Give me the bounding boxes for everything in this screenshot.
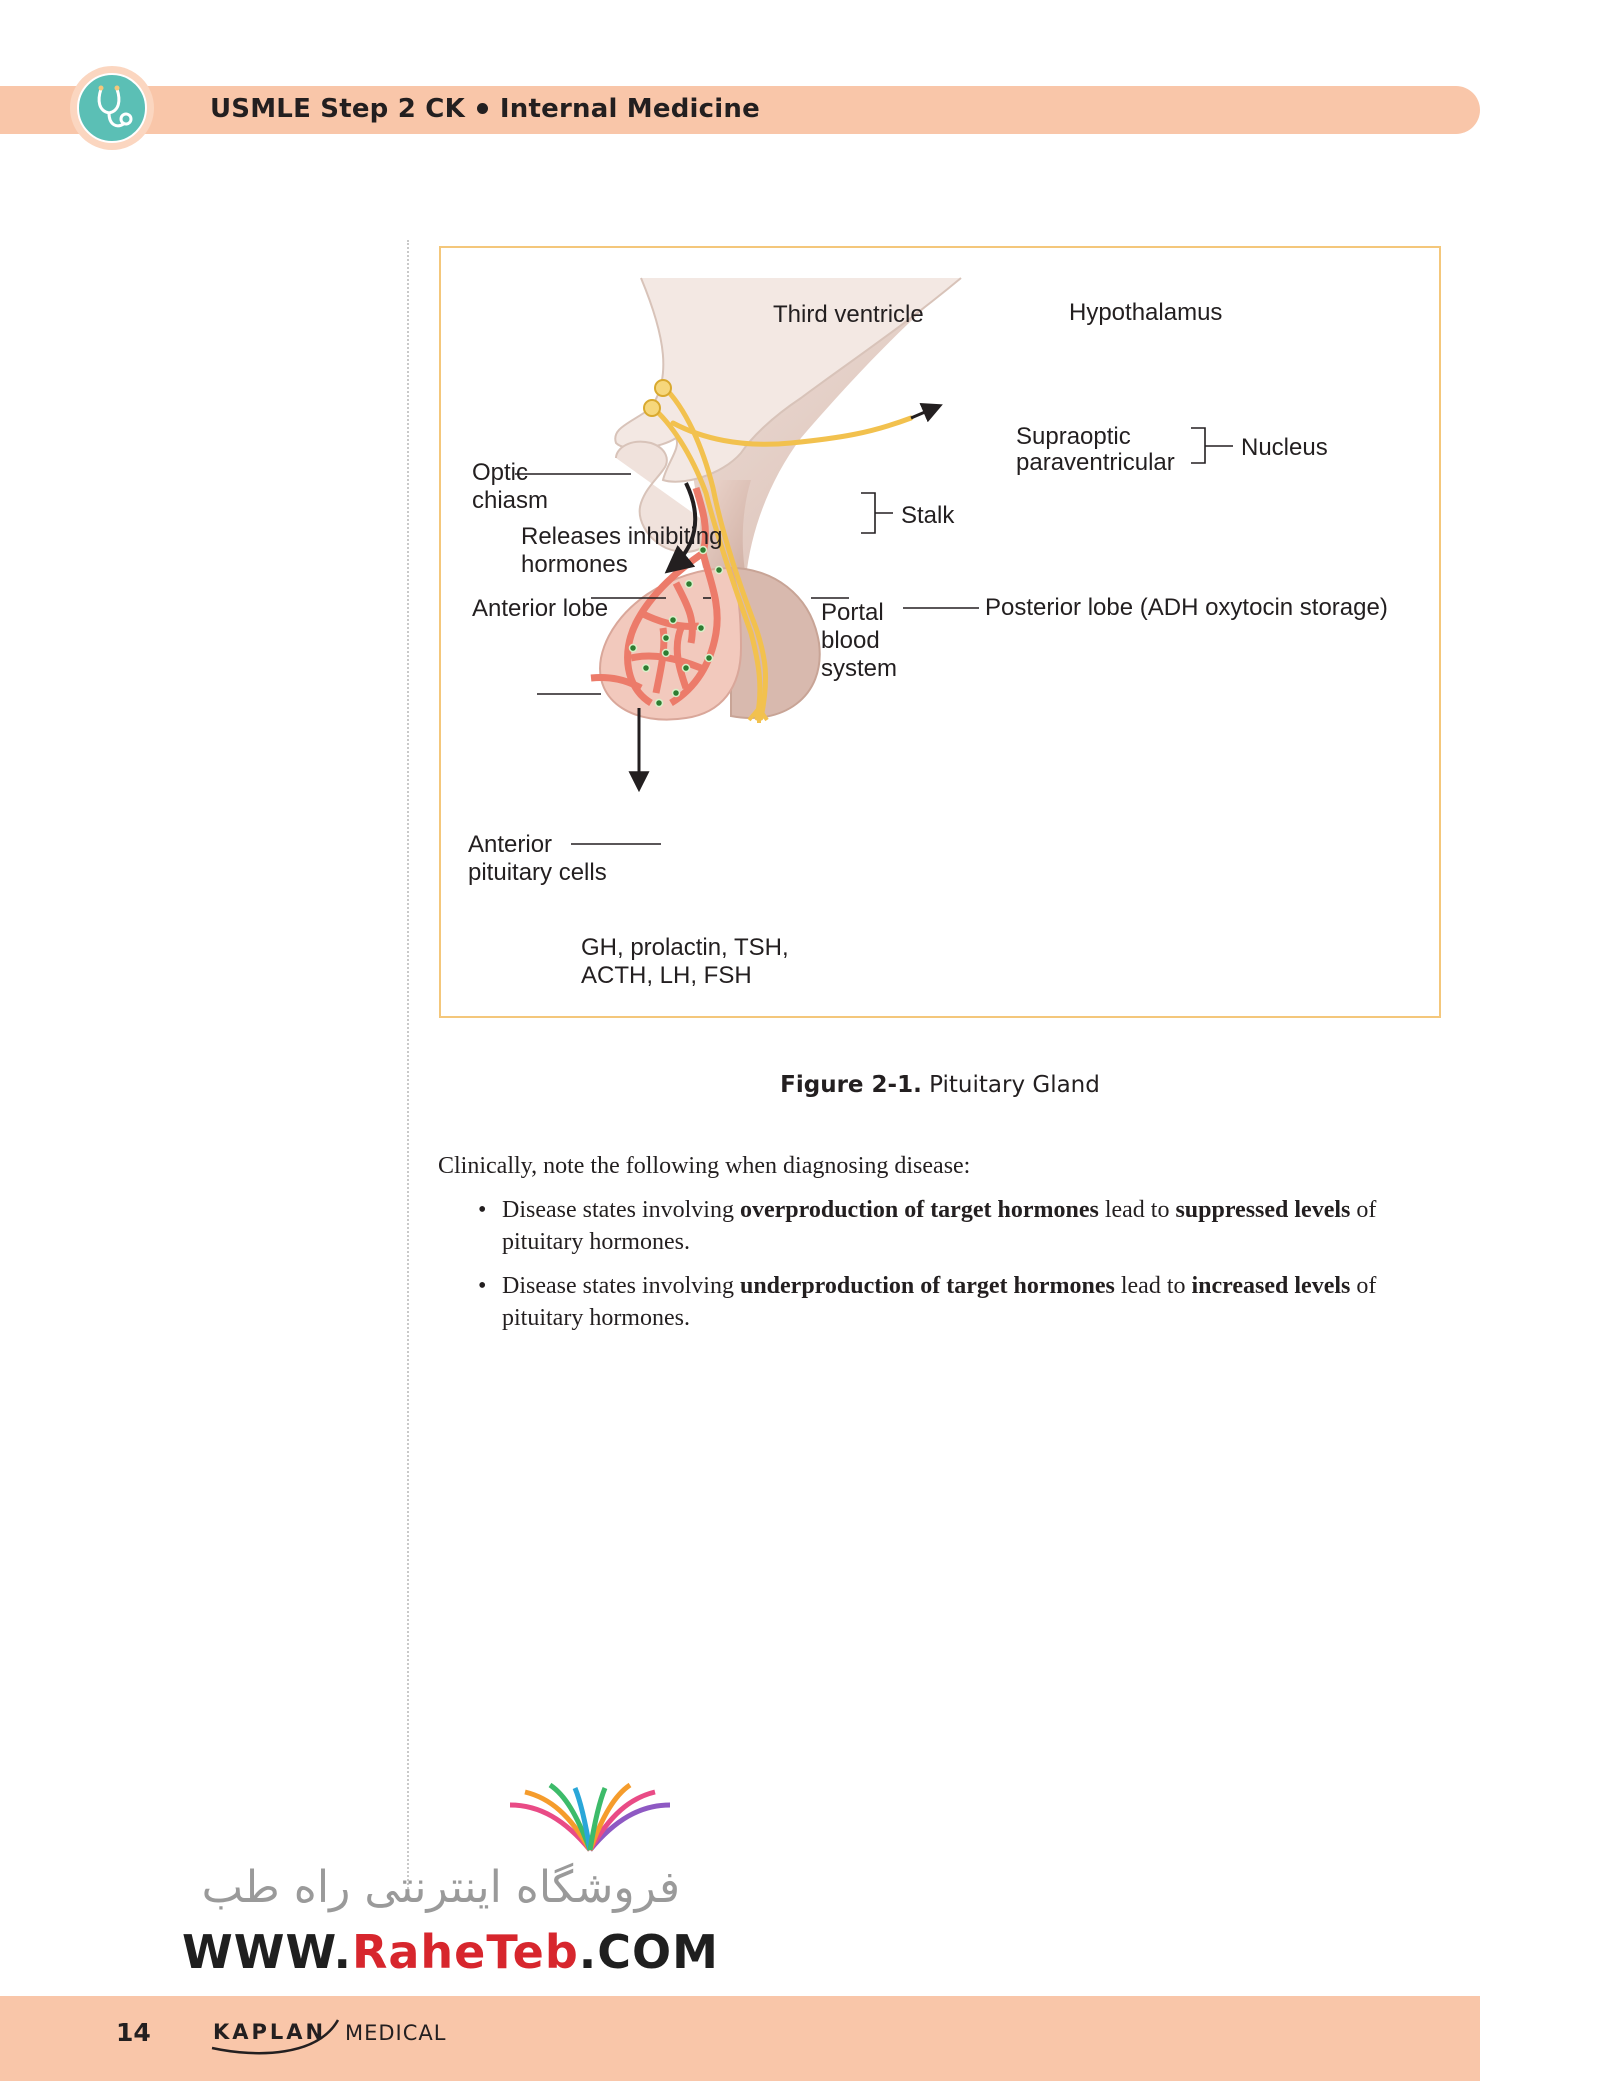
label-hormones-list-2: ACTH, LH, FSH xyxy=(581,962,752,989)
open-book-logo-icon xyxy=(509,1782,671,1852)
bullet-text: Disease states involving xyxy=(502,1273,740,1299)
label-portal: Portal xyxy=(821,599,884,626)
hypothalamic-neuron-tracts xyxy=(648,383,914,721)
label-hormones: hormones xyxy=(521,551,628,578)
bullet-text: lead to xyxy=(1114,1273,1192,1299)
kaplan-medical-label: MEDICAL xyxy=(345,2021,447,2045)
intro-paragraph: Clinically, note the following when diag… xyxy=(438,1153,971,1179)
caption-number: Figure 2-1. xyxy=(780,1072,922,1098)
bullet-bold: overproduction of target hormones xyxy=(739,1197,1099,1223)
bullet-text: of pituitary hormones. xyxy=(502,1197,1377,1255)
caption-text: Pituitary Gland xyxy=(929,1072,1100,1098)
bullet-item: Disease states involving underproduction… xyxy=(478,1270,1448,1334)
bullet-bold: underproduction of target hormones xyxy=(739,1273,1115,1299)
label-optic: Optic xyxy=(472,459,528,486)
neuron-body-lower xyxy=(643,399,661,417)
anterior-pituitary-cell-dots xyxy=(628,545,724,708)
releases-hormones-arrow xyxy=(664,482,698,574)
bullet-bold: increased levels xyxy=(1191,1273,1351,1299)
stethoscope-logo-icon xyxy=(70,66,154,150)
bullet-list: Disease states involving overproduction … xyxy=(438,1194,1448,1334)
label-hormones-list-1: GH, prolactin, TSH, xyxy=(581,934,789,961)
label-pituitary-cells: pituitary cells xyxy=(468,859,607,886)
margin-rule xyxy=(407,240,409,1900)
label-posterior-lobe: Posterior lobe (ADH oxytocin storage) xyxy=(985,594,1388,621)
watermark-persian-text: فروشگاه اینترنتی راه طب xyxy=(201,1862,680,1913)
label-leader-lines-2 xyxy=(571,607,979,845)
label-nucleus: Nucleus xyxy=(1241,434,1328,461)
bullet-item: Disease states involving overproduction … xyxy=(478,1194,1448,1258)
bullet-text: of pituitary hormones. xyxy=(502,1273,1377,1331)
label-stalk: Stalk xyxy=(901,502,955,529)
label-hypothalamus: Hypothalamus xyxy=(1069,299,1222,326)
figure-caption: Figure 2-1. Pituitary Gland xyxy=(0,1072,1602,1098)
book-title: USMLE Step 2 CK xyxy=(210,94,465,124)
chapter-title: Internal Medicine xyxy=(499,94,760,124)
label-blood: blood xyxy=(821,627,880,654)
label-paraventricular: paraventricular xyxy=(1016,449,1175,476)
label-releases-inhibiting: Releases inhibiting xyxy=(521,523,722,550)
neuron-body-upper xyxy=(654,379,672,397)
figure-frame: Third ventricle Hypothalamus Supraoptic … xyxy=(439,246,1441,1018)
header-band xyxy=(0,86,1480,134)
label-system: system xyxy=(821,655,897,682)
separator-dot-icon xyxy=(476,102,488,114)
label-third-ventricle: Third ventricle xyxy=(773,301,924,328)
label-chiasm: chiasm xyxy=(472,487,548,514)
kaplan-swoosh-icon xyxy=(211,2019,340,2055)
footer-band xyxy=(0,1996,1480,2081)
label-anterior-lobe: Anterior lobe xyxy=(472,595,608,622)
body-text: Clinically, note the following when diag… xyxy=(438,1150,1448,1346)
running-header: USMLE Step 2 CK Internal Medicine xyxy=(210,94,760,124)
bullet-bold: suppressed levels xyxy=(1175,1197,1351,1223)
watermark-url: WWW.RaheTeb.COM xyxy=(182,1925,719,1979)
neuron-terminals xyxy=(747,706,769,723)
watermark-url-brand: RaheTeb xyxy=(351,1925,579,1979)
watermark-url-pre: WWW. xyxy=(182,1925,352,1979)
nucleus-pointer-arrow xyxy=(910,402,943,423)
watermark-url-post: .COM xyxy=(578,1925,719,1979)
kaplan-brand: KAPLAN xyxy=(213,2020,327,2044)
anterior-lobe-shape xyxy=(599,566,743,721)
bullet-text: Disease states involving xyxy=(502,1197,740,1223)
pituitary-gland-diagram: Third ventricle Hypothalamus Supraoptic … xyxy=(468,277,1388,989)
label-supraoptic: Supraoptic xyxy=(1016,423,1131,450)
bullet-text: lead to xyxy=(1098,1197,1176,1223)
label-leader-lines xyxy=(515,427,1233,695)
label-anterior: Anterior xyxy=(468,831,552,858)
page-number: 14 xyxy=(116,2018,151,2047)
